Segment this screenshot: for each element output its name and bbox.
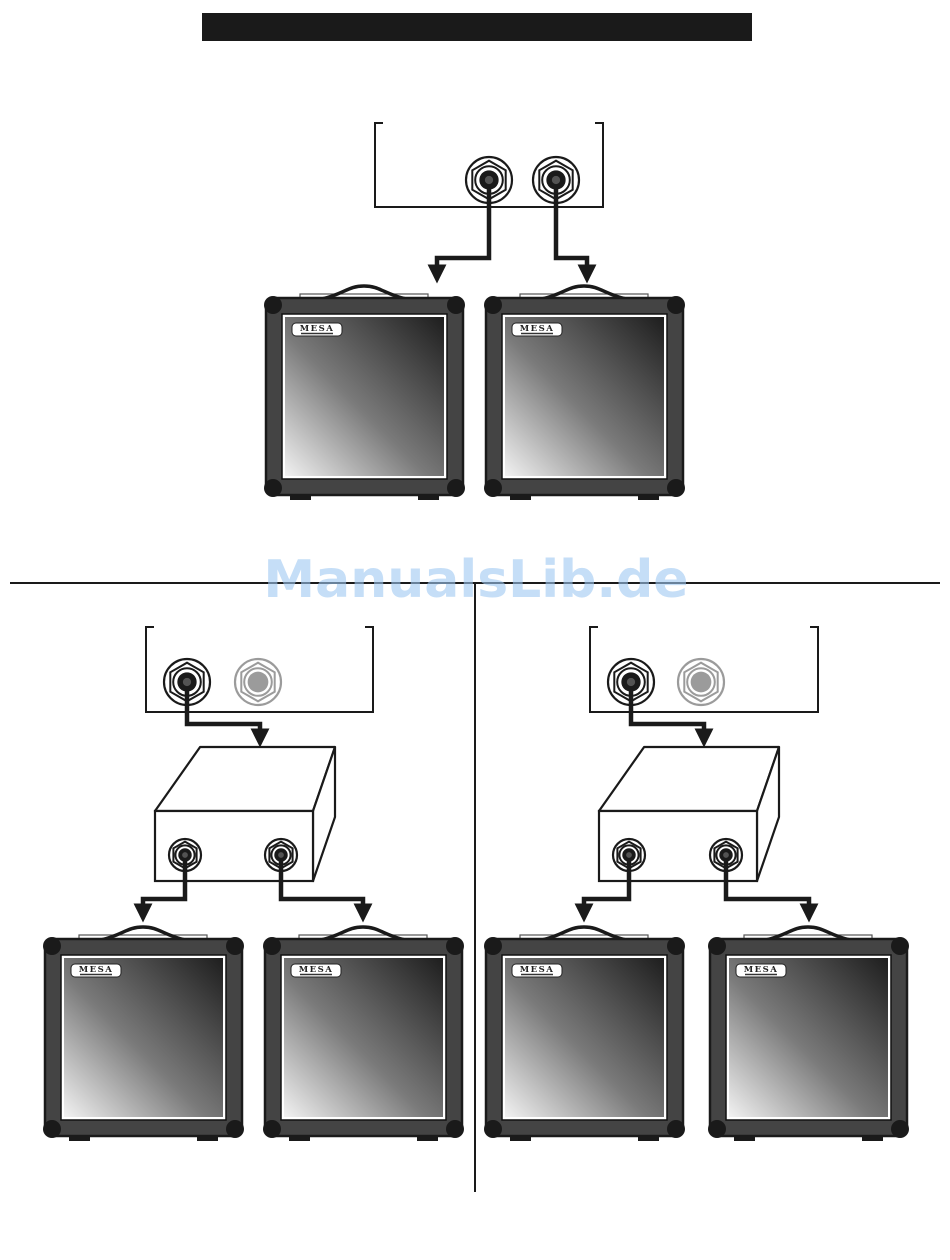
cabinet-top-left: MESA bbox=[264, 286, 465, 500]
mesa-logo-text: MESA bbox=[520, 324, 555, 334]
diagram-top: MESA MESA bbox=[264, 123, 685, 500]
diagram-bottom-left: MESA MESA bbox=[43, 627, 464, 1141]
mesa-logo-text: MESA bbox=[520, 965, 555, 975]
mesa-logo-text: MESA bbox=[300, 324, 335, 334]
unused-jack-icon bbox=[678, 659, 724, 705]
mesa-logo-text: MESA bbox=[744, 965, 779, 975]
cabinet-bottom-left-2: MESA bbox=[263, 927, 464, 1141]
cabinet-bottom-right-1: MESA bbox=[484, 927, 685, 1141]
cabinet-bottom-left-1: MESA bbox=[43, 927, 244, 1141]
mesa-logo-text: MESA bbox=[299, 965, 334, 975]
diagram-bottom-right: MESA MESA bbox=[484, 627, 909, 1141]
cabinet-top-right: MESA bbox=[484, 286, 685, 500]
mesa-logo-text: MESA bbox=[79, 965, 114, 975]
title-bar bbox=[202, 13, 752, 41]
cabinet-bottom-right-2: MESA bbox=[708, 927, 909, 1141]
unused-jack-icon bbox=[235, 659, 281, 705]
watermark: ManualsLib.de bbox=[263, 550, 688, 610]
